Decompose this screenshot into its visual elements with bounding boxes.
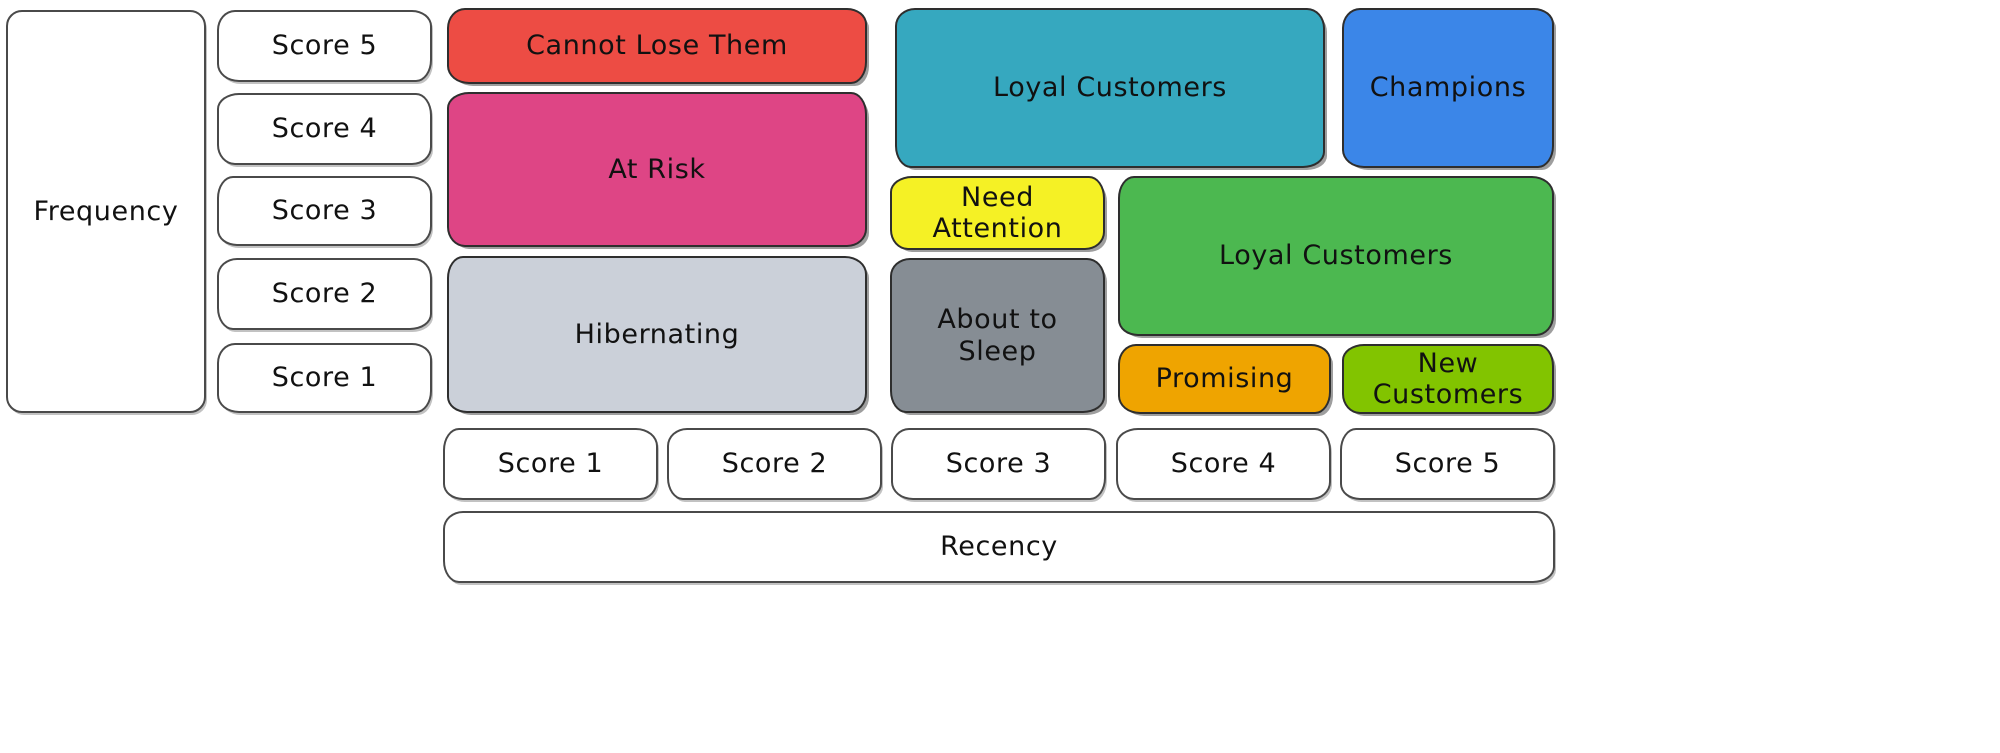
recency-score-1: Score 1	[443, 428, 658, 500]
segment-new-customers[interactable]: New Customers	[1342, 344, 1554, 414]
recency-score-1-label: Score 1	[497, 448, 604, 480]
segment-need-attention[interactable]: Need Attention	[890, 176, 1105, 250]
segment-champions-label: Champions	[1369, 72, 1527, 104]
recency-axis-label-box: Recency	[443, 511, 1555, 583]
segment-cannot-lose-them-label: Cannot Lose Them	[526, 30, 788, 62]
recency-score-4-label: Score 4	[1170, 448, 1277, 480]
segment-cannot-lose-them[interactable]: Cannot Lose Them	[447, 8, 867, 84]
segment-loyal-customers-green-label: Loyal Customers	[1219, 240, 1453, 272]
recency-score-5: Score 5	[1340, 428, 1555, 500]
segment-at-risk-label: At Risk	[608, 153, 706, 185]
frequency-score-5: Score 5	[217, 10, 432, 82]
frequency-score-4: Score 4	[217, 93, 432, 165]
segment-at-risk[interactable]: At Risk	[447, 92, 867, 247]
frequency-score-2-label: Score 2	[271, 278, 378, 310]
recency-score-3-label: Score 3	[945, 448, 1052, 480]
segment-loyal-customers-teal[interactable]: Loyal Customers	[895, 8, 1325, 168]
recency-score-4: Score 4	[1116, 428, 1331, 500]
frequency-score-3: Score 3	[217, 176, 432, 246]
segment-hibernating[interactable]: Hibernating	[447, 256, 867, 413]
segment-promising[interactable]: Promising	[1118, 344, 1331, 414]
frequency-score-1: Score 1	[217, 343, 432, 413]
segment-loyal-customers-green[interactable]: Loyal Customers	[1118, 176, 1554, 336]
frequency-axis-label-box: Frequency	[6, 10, 206, 413]
segment-champions[interactable]: Champions	[1342, 8, 1554, 168]
frequency-axis-label: Frequency	[33, 195, 179, 227]
segment-about-to-sleep[interactable]: About to Sleep	[890, 258, 1105, 413]
recency-score-2: Score 2	[667, 428, 882, 500]
segment-about-to-sleep-label: About to Sleep	[937, 304, 1058, 367]
segment-new-customers-label: New Customers	[1372, 347, 1524, 410]
recency-score-2-label: Score 2	[721, 448, 828, 480]
segment-need-attention-label: Need Attention	[932, 181, 1063, 244]
frequency-score-3-label: Score 3	[271, 195, 378, 227]
recency-score-3: Score 3	[891, 428, 1106, 500]
segment-promising-label: Promising	[1155, 363, 1294, 395]
frequency-score-2: Score 2	[217, 258, 432, 330]
segment-loyal-customers-teal-label: Loyal Customers	[993, 72, 1227, 104]
frequency-score-1-label: Score 1	[271, 362, 378, 394]
recency-axis-label: Recency	[940, 531, 1058, 563]
segment-hibernating-label: Hibernating	[574, 318, 740, 350]
recency-score-5-label: Score 5	[1394, 448, 1501, 480]
frequency-score-5-label: Score 5	[271, 30, 378, 62]
frequency-score-4-label: Score 4	[271, 113, 378, 145]
